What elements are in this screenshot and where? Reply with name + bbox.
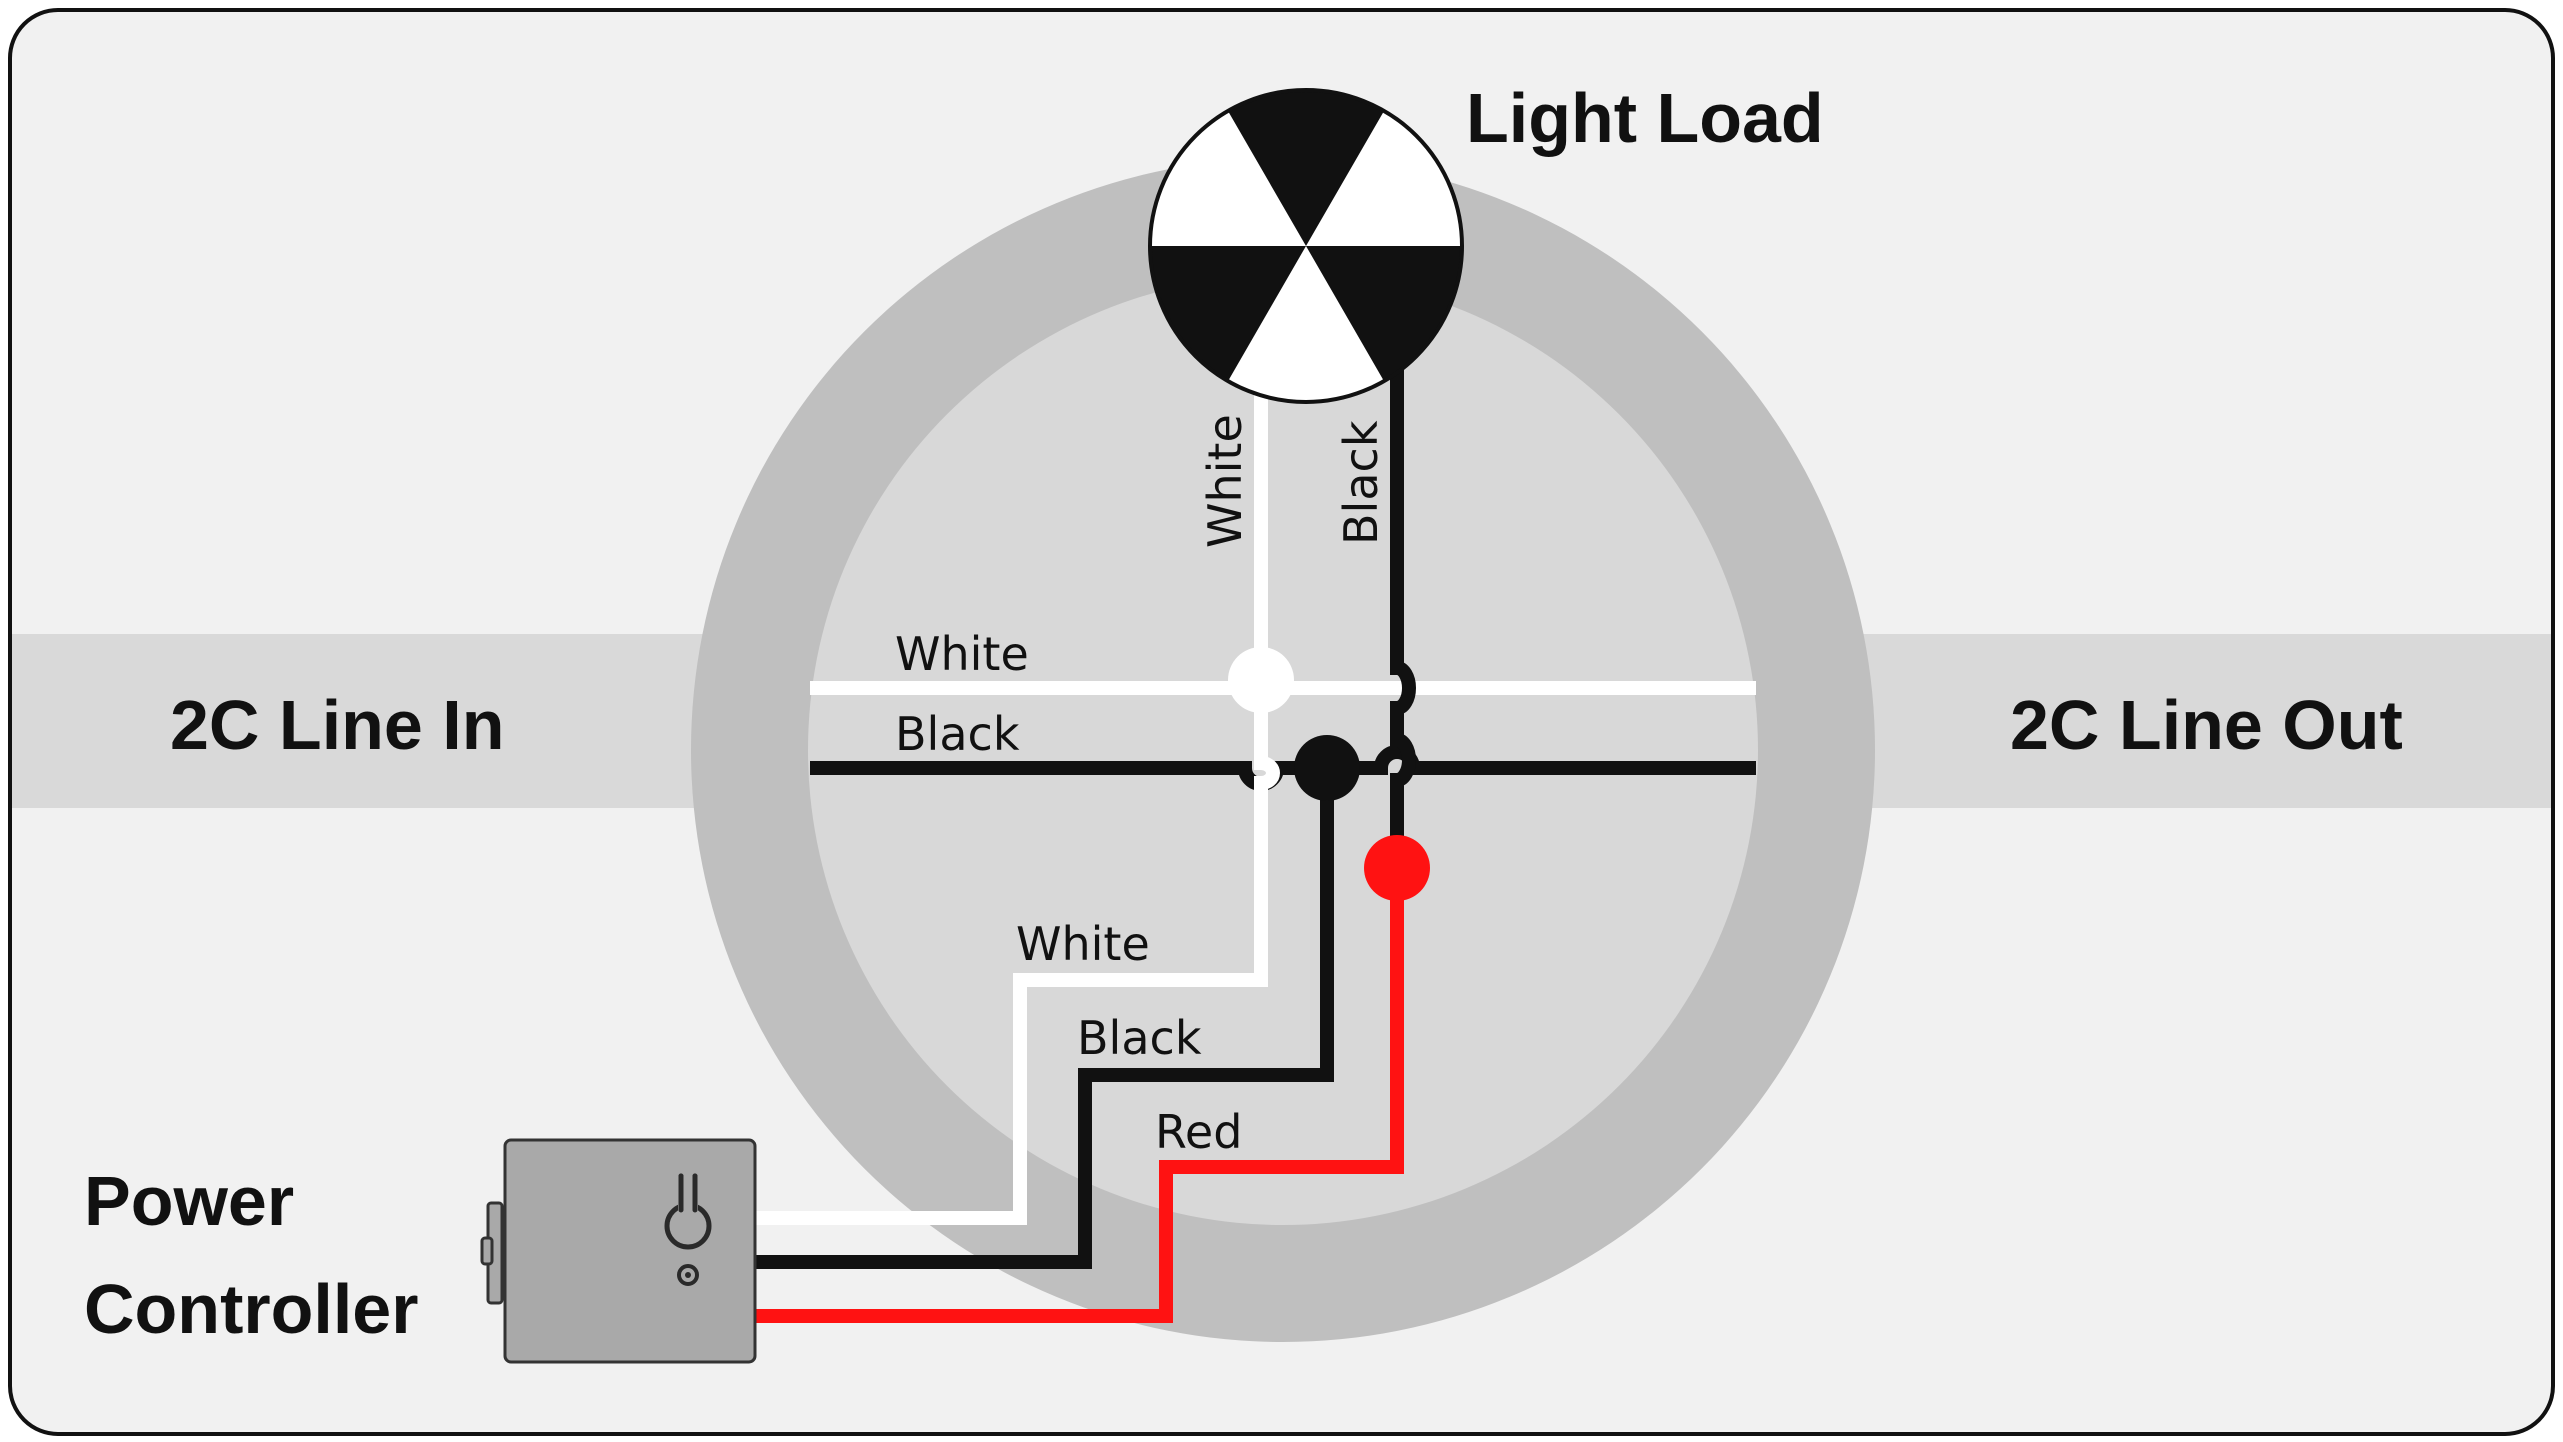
power-controller-icon — [480, 1138, 757, 1364]
low-white-wire — [756, 690, 1280, 1225]
low-red-label: Red — [1155, 1105, 1242, 1159]
low-black-label: Black — [1077, 1011, 1202, 1065]
line-out-label: 2C Line Out — [2010, 686, 2403, 764]
junction-box-inner — [808, 275, 1758, 1225]
red-junction-node — [1364, 835, 1430, 901]
top-black-label: Black — [1334, 420, 1388, 545]
main-black-label: Black — [895, 707, 1020, 761]
controller-label: Controller — [84, 1270, 418, 1348]
white-junction-node — [1228, 647, 1294, 713]
light-load-icon — [1148, 88, 1464, 404]
line-in-label: 2C Line In — [170, 686, 504, 764]
light-load-label: Light Load — [1466, 79, 1824, 157]
low-red-wire — [756, 868, 1404, 1323]
low-black-wire — [756, 768, 1334, 1269]
main-white-label: White — [895, 627, 1029, 681]
black-junction-node — [1294, 735, 1360, 801]
top-white-label: White — [1198, 414, 1252, 548]
load-black-wire — [1390, 370, 1416, 868]
low-white-label: White — [1016, 917, 1150, 971]
keyhole-icon — [664, 1173, 712, 1286]
power-label: Power — [84, 1162, 294, 1240]
